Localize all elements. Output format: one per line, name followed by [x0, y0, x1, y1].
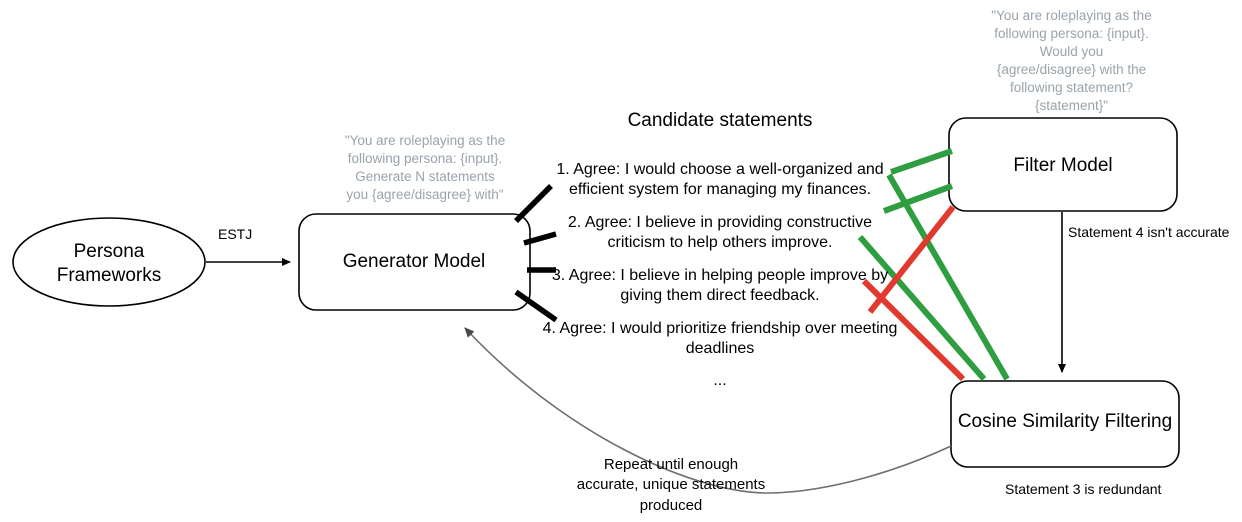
candidate-statements-panel: Candidate statements 1. Agree: I would c…: [540, 110, 900, 390]
node-persona-frameworks[interactable]: [12, 217, 206, 307]
feedback-loop-caption: Repeat until enough accurate, unique sta…: [576, 456, 766, 514]
accept-line-statement-1: [890, 148, 953, 175]
candidate-statement-item: 4. Agree: I would prioritize friendship …: [542, 319, 898, 358]
node-filter-model[interactable]: [948, 117, 1178, 212]
candidate-statements-heading: Candidate statements: [627, 110, 813, 131]
accept-line-statement-3-to-cosine: [857, 235, 987, 381]
candidate-statements-ellipsis: ...: [713, 371, 727, 389]
node-cosine-similarity[interactable]: [950, 380, 1180, 468]
candidate-statement-item: 2. Agree: I believe in providing constru…: [567, 213, 873, 252]
connector-statement-1: [514, 184, 553, 223]
reject-line-statement-4-to-cosine: [861, 278, 966, 382]
accept-line-statement-1-to-cosine: [886, 173, 1010, 381]
edge-label-estj: ESTJ: [218, 226, 253, 242]
connector-statement-2: [523, 231, 557, 246]
connector-statement-4: [514, 289, 558, 323]
candidate-statement-item: 1. Agree: I would choose a well-organize…: [556, 161, 884, 199]
edge-label-statement-4-inaccurate: Statement 4 isn't accurate: [1068, 224, 1230, 240]
candidate-statement-item: 3. Agree: I believe in helping people im…: [551, 266, 889, 305]
accept-line-statement-2: [882, 183, 954, 214]
generator-prompt-text: "You are roleplaying as the following pe…: [344, 133, 506, 202]
edge-feedback-loop: [464, 327, 952, 494]
filter-prompt-text: "You are roleplaying as the following pe…: [991, 8, 1152, 113]
reject-line-filter-to-statement-4: [867, 205, 956, 314]
node-generator-model[interactable]: [298, 213, 531, 311]
caption-statement-3-redundant: Statement 3 is redundant: [1005, 481, 1162, 497]
